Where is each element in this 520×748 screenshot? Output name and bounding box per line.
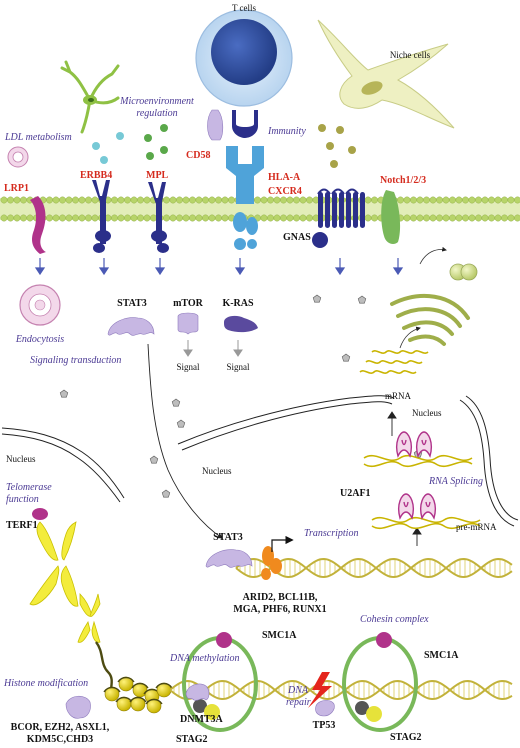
immunity-label: Immunity — [267, 126, 306, 137]
tf-genes-line1: ARID2, BCL11B, — [243, 592, 318, 603]
cohesin-ring-left — [182, 632, 258, 732]
niche-cell: Niche cells — [317, 19, 455, 129]
tp53-label: TP53 — [313, 720, 336, 731]
spliceosome-pair-lower — [397, 493, 437, 520]
t-cells-label: T cells — [232, 3, 257, 13]
stat3-bottom-protein — [205, 549, 253, 568]
spliceosome-pair-upper — [395, 431, 433, 458]
mrna-label: mRNA — [385, 391, 412, 401]
function-label: function — [6, 494, 39, 505]
kras-label: K-RAS — [222, 298, 254, 309]
telomerase-label: Telomerase — [6, 482, 52, 493]
hla-a-receptor — [226, 146, 264, 250]
nuclear-envelope — [1, 395, 519, 527]
notch-label: Notch1/2/3 — [380, 175, 426, 186]
stag2-right-label: STAG2 — [390, 732, 422, 743]
histone-modification-label: Histone modification — [3, 678, 88, 689]
tf-genes-line2: MGA, PHF6, RUNX1 — [233, 604, 326, 615]
stag2-left-label: STAG2 — [176, 734, 208, 745]
cxcr4-label: CXCR4 — [268, 186, 302, 197]
mrna-strands — [359, 350, 429, 374]
cohesin-ring-right — [342, 632, 418, 732]
smc1a-right-label: SMC1A — [424, 650, 459, 661]
ldl-metabolism-label: LDL metabolism — [4, 132, 72, 143]
endocytosis-vesicle-icon — [19, 284, 61, 326]
lrp1-label: LRP1 — [4, 183, 29, 194]
terf1-protein — [32, 508, 48, 520]
gnas-label: GNAS — [283, 232, 311, 243]
signal-arrows — [34, 258, 404, 276]
mpl-ligands — [144, 124, 168, 160]
dna-double-helix — [169, 557, 513, 701]
endocytosis-label: Endocytosis — [15, 334, 64, 345]
niche-cells-label: Niche cells — [390, 50, 431, 60]
nucleus-center-label: Nucleus — [202, 466, 232, 476]
histone-genes-line2: KDM5C,CHD3 — [27, 734, 93, 745]
histone-modifier-protein — [65, 695, 91, 719]
t-cell: T cells — [195, 3, 293, 107]
signal-label-1: Signal — [176, 362, 200, 372]
dna-repair-line2: repair — [286, 697, 311, 708]
nucleus-left-label: Nucleus — [6, 454, 36, 464]
secretion-arrow — [419, 246, 447, 265]
signal-arrows-grey — [183, 340, 243, 357]
dna-damage-bolt-icon — [308, 672, 332, 708]
cxcr4-ligands — [318, 124, 356, 168]
regulation-label: regulation — [136, 108, 177, 119]
mtor-protein — [177, 312, 199, 335]
erbb4-receptor — [92, 180, 111, 253]
erbb4-label: ERBB4 — [80, 170, 112, 181]
kras-protein — [224, 315, 258, 333]
spliced-rna-strand — [363, 454, 473, 468]
cxcr4-receptor — [312, 188, 365, 248]
golgi-apparatus — [390, 293, 470, 346]
cohesin-complex-label: Cohesin complex — [360, 614, 429, 625]
pre-mrna-label: pre-mRNA — [456, 522, 497, 532]
histone-genes-line1: BCOR, EZH2, ASXL1, — [11, 722, 110, 733]
pre-mrna-strand — [371, 516, 481, 530]
nucleosome-array — [103, 676, 173, 714]
dnmt3a-protein — [185, 683, 210, 701]
erbb4-ligands — [92, 132, 124, 164]
dna-repair-line1: DNA — [287, 685, 309, 696]
ldl-particle-icon — [7, 146, 29, 168]
signal-label-2: Signal — [226, 362, 250, 372]
signaling-transduction-label: Signaling transduction — [30, 355, 121, 366]
mtor-label: mTOR — [173, 298, 204, 309]
secretory-vesicle — [449, 263, 478, 281]
smc1a-left-label: SMC1A — [262, 630, 297, 641]
cell-membrane — [0, 196, 520, 222]
dna-methylation-label: DNA methylation — [169, 653, 240, 664]
mpl-receptor — [148, 182, 169, 253]
dnmt3a-label: DNMT3A — [180, 714, 224, 725]
stat3-bottom-label: STAT3 — [213, 532, 243, 543]
microenvironment-label: Microenvironment — [119, 96, 194, 107]
stat3-top-label: STAT3 — [117, 298, 147, 309]
notch-receptor — [381, 190, 401, 244]
transcription-factor-complex — [261, 546, 282, 580]
stat3-top-protein — [107, 317, 155, 336]
terf1-label: TERF1 — [6, 520, 38, 531]
stat3-translocation-arrow — [147, 343, 223, 539]
mpl-label: MPL — [146, 170, 169, 181]
cd58-molecule — [207, 109, 224, 141]
golgi-arrow — [399, 326, 421, 349]
cd58-label: CD58 — [186, 150, 210, 161]
chromosome-large — [29, 521, 79, 607]
export-arrows — [387, 411, 422, 546]
hla-a-label: HLA-A — [268, 172, 301, 183]
rna-splicing-label: RNA Splicing — [428, 476, 483, 487]
lrp1-receptor — [30, 196, 46, 254]
transcription-start-arrow — [271, 535, 294, 552]
nucleus-right-label: Nucleus — [412, 408, 442, 418]
tp53-protein — [315, 700, 335, 717]
transcription-label: Transcription — [304, 528, 358, 539]
cytoplasm-particles — [59, 294, 423, 498]
microenvironment-cell — [60, 60, 120, 134]
tcr-dock — [232, 110, 258, 138]
u2af1-label: U2AF1 — [340, 488, 371, 499]
chromosome-small — [77, 593, 101, 643]
